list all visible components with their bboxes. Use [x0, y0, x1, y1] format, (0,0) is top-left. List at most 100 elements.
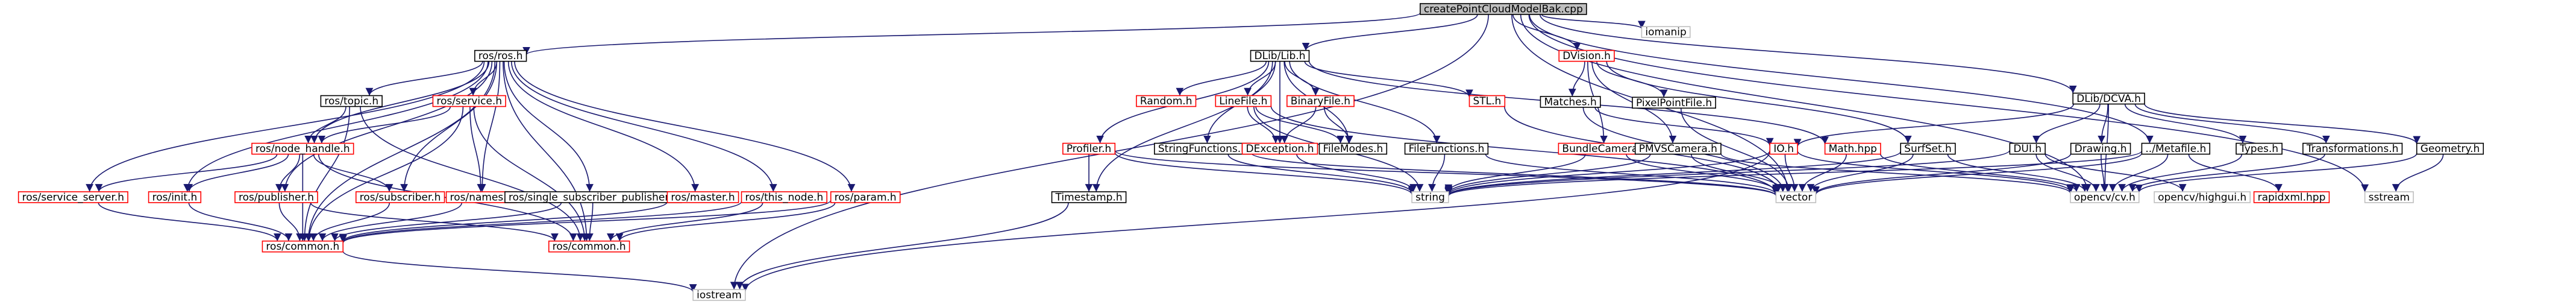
node-iomanip[interactable]: iomanip [1641, 26, 1691, 39]
node-ros-topic[interactable]: ros/topic.h [320, 95, 383, 107]
node-label: ros/ros.h [478, 50, 523, 62]
node-label: ros/common.h [266, 241, 339, 253]
node-stl[interactable]: STL.h [1468, 95, 1506, 107]
node-ros-ros[interactable]: ros/ros.h [474, 49, 527, 62]
node-string[interactable]: string [1411, 191, 1449, 203]
node-bundlecamera[interactable]: BundleCamera.h [1558, 142, 1652, 155]
node-label: ros/common.h [553, 241, 626, 253]
edge-ros-topic-to-ros-common1 [300, 106, 351, 241]
node-ros-init[interactable]: ros/init.h [148, 191, 202, 203]
node-random[interactable]: Random.h [1136, 95, 1197, 107]
edge-ros-ros-to-ros-publisher [281, 61, 493, 192]
edge-surfset-to-vector [1807, 154, 1914, 192]
edge-ros-node-handle-to-ros-publisher [275, 154, 301, 192]
node-ros-subscriber[interactable]: ros/subscriber.h [355, 191, 445, 203]
graph-nodes: createPointCloudModelBak.cpp iomanip ros/r… [17, 3, 2484, 302]
node-box [2072, 92, 2145, 105]
edge-root-to-dlib [1302, 14, 1478, 51]
node-binaryfile[interactable]: BinaryFile.h [1286, 95, 1355, 107]
node-ros-master[interactable]: ros/master.h [666, 191, 739, 203]
node-ros-single-sub-pub[interactable]: ros/single_subscriber_publisher.h [504, 191, 682, 203]
node-label: ros/service.h [436, 95, 502, 107]
node-ros-service[interactable]: ros/service.h [432, 95, 506, 107]
edge-ros-master-to-ros-common1 [339, 201, 668, 242]
edge-ros-ros-to-ros-topic [365, 61, 483, 96]
edge-io-to-vector [1784, 154, 1799, 192]
node-box [2253, 191, 2330, 203]
edge-dlib-to-random [1176, 61, 1267, 96]
node-box [1558, 49, 1615, 62]
node-profiler[interactable]: Profiler.h [1062, 142, 1116, 155]
node-root[interactable]: createPointCloudModelBak.cpp [1420, 3, 1587, 15]
node-label: ros/init.h [152, 191, 198, 203]
node-box [1250, 49, 1310, 62]
node-box [1420, 3, 1587, 15]
node-surfset[interactable]: SurfSet.h [1900, 142, 1956, 155]
node-dlibcva[interactable]: DLib/DCVA.h [2072, 92, 2145, 105]
node-pixelpointfile[interactable]: PixelPointFile.h [1632, 97, 1716, 109]
edge-ros-publisher-to-ros-common1 [278, 202, 304, 241]
node-dexception[interactable]: DException.h [1241, 142, 1318, 155]
node-ros-service-server[interactable]: ros/service_server.h [17, 191, 128, 203]
node-label: DVision.h [1562, 50, 1611, 62]
node-dvision[interactable]: DVision.h [1558, 49, 1615, 62]
edge-dlibcva-to-geometry [2144, 103, 2421, 144]
node-geometry[interactable]: Geometry.h [2416, 142, 2484, 155]
node-types[interactable]: Types.h [2236, 142, 2283, 155]
node-drawing[interactable]: Drawing.h [2070, 142, 2131, 155]
edge-ros-ros-to-ros-param [514, 61, 856, 192]
edge-root-to-metafile [1529, 14, 2154, 144]
node-linefile[interactable]: LineFile.h [1215, 95, 1272, 107]
node-timestamp[interactable]: Timestamp.h [1051, 191, 1127, 203]
edge-geometry-to-opencv-cv [2135, 153, 2418, 193]
node-io[interactable]: IO.h [1769, 142, 1798, 155]
edge-dlib-to-stl [1304, 61, 1473, 98]
node-box [1318, 142, 1388, 155]
node-sstream[interactable]: sstream [2364, 191, 2414, 203]
edge-dvision-to-matches [1568, 61, 1585, 97]
node-filemodes[interactable]: FileModes.h [1318, 142, 1388, 155]
edge-dlibcva-to-transformations [2134, 104, 2330, 144]
node-ros-publisher[interactable]: ros/publisher.h [234, 191, 318, 203]
edge-ros-init-to-ros-common1 [188, 202, 293, 241]
node-iostream[interactable]: iostream [692, 289, 746, 302]
node-box [2154, 191, 2251, 203]
node-label: opencv/cv.h [2074, 191, 2136, 203]
node-ros-common1[interactable]: ros/common.h [262, 240, 344, 253]
node-opencv-highgui[interactable]: opencv/highgui.h [2154, 191, 2251, 203]
node-ros-common2[interactable]: ros/common.h [548, 240, 630, 253]
node-pmvscamera[interactable]: PMVSCamera.h [1634, 142, 1722, 155]
node-box [2236, 142, 2283, 155]
node-rapidxml[interactable]: rapidxml.hpp [2253, 191, 2330, 203]
node-matches[interactable]: Matches.h [1540, 96, 1601, 108]
edge-metafile-to-opencv-cv [2108, 154, 2169, 192]
node-label: createPointCloudModelBak.cpp [1424, 3, 1583, 15]
edge-bundlecamera-to-vector [1626, 154, 1780, 192]
edge-ros-this-node-to-ros-common1 [339, 201, 742, 243]
edge-dlib-to-linefile [1244, 61, 1276, 96]
node-dlib[interactable]: DLib/Lib.h [1250, 49, 1310, 62]
node-box [148, 191, 202, 203]
node-ros-this-node[interactable]: ros/this_node.h [741, 191, 828, 203]
node-label: sstream [2369, 191, 2410, 203]
node-opencv-cv[interactable]: opencv/cv.h [2070, 191, 2140, 203]
node-box [1051, 191, 1127, 203]
node-ros-names[interactable]: ros/names.h [445, 191, 518, 203]
edge-ros-ros-to-ros-master [507, 61, 699, 192]
node-ros-node-handle[interactable]: ros/node_handle.h [251, 142, 354, 155]
node-label: string [1415, 191, 1445, 203]
node-label: iostream [697, 290, 742, 302]
node-stringfunctions[interactable]: StringFunctions.h [1154, 142, 1252, 155]
node-metafile[interactable]: ../Metafile.h [2141, 142, 2211, 155]
edge-metafile-to-string [1444, 150, 2143, 197]
node-transformations[interactable]: Transformations.h [2302, 142, 2403, 155]
node-label: SurfSet.h [1904, 143, 1952, 155]
node-box [2302, 142, 2403, 155]
node-mathhpp[interactable]: Math.hpp [1824, 142, 1881, 155]
node-ros-param[interactable]: ros/param.h [830, 191, 901, 203]
node-dui[interactable]: DUI.h [2009, 142, 2046, 155]
node-vector[interactable]: vector [1775, 191, 1817, 203]
edge-io-to-string [1444, 150, 1770, 195]
edge-transformations-to-opencv-cv [2128, 154, 2325, 192]
node-filefunctions[interactable]: FileFunctions.h [1404, 142, 1489, 155]
